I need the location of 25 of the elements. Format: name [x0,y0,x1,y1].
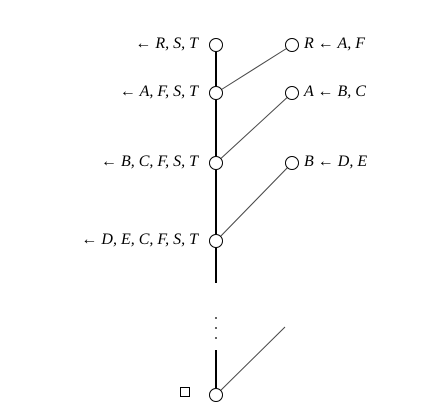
circle-node [209,388,223,402]
connector-line [215,52,217,86]
connector-line [215,170,217,234]
circle-node [285,86,299,100]
connector-line [220,168,288,236]
circle-node [209,234,223,248]
node-annotation: ← R, S, T [135,35,198,53]
node-annotation: ← B, C, F, S, T [100,153,198,171]
circle-node [285,156,299,170]
connector-line [215,248,217,283]
connector-line [221,48,287,90]
circle-node [209,156,223,170]
connector-line [220,326,286,391]
node-annotation: ← A, F, S, T [120,83,198,101]
square-marker [180,387,190,397]
node-annotation: B ← D, E [304,153,368,171]
circle-node [209,86,223,100]
node-annotation: R ← A, F [304,35,366,53]
circle-node [285,38,299,52]
connector-line [220,97,288,159]
circle-node [209,38,223,52]
connector-line [215,100,217,156]
node-annotation: ← D, E, C, F, S, T [81,231,198,249]
node-annotation: A ← B, C [304,83,366,101]
connector-line [215,350,217,388]
